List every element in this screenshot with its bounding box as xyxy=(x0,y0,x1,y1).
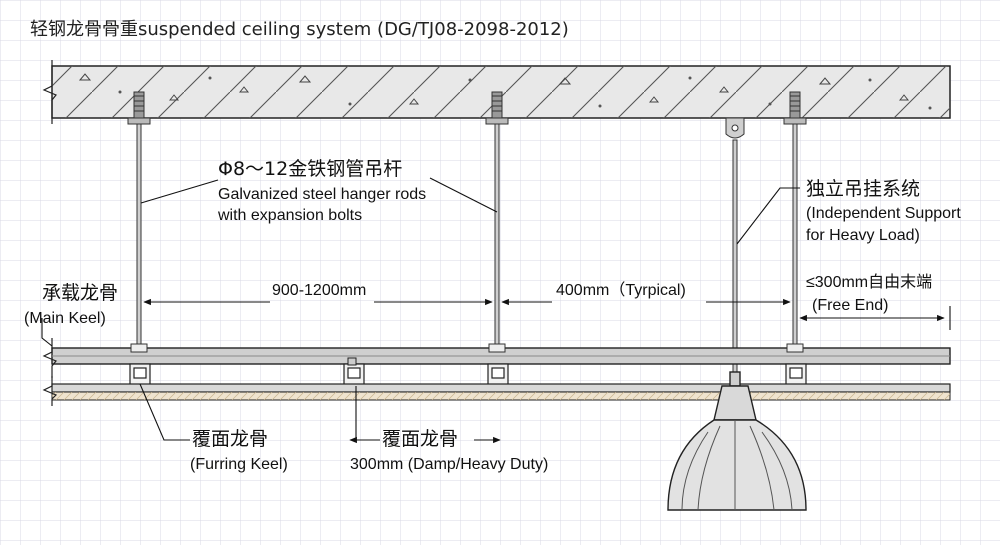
ceiling-board xyxy=(51,383,951,401)
independent-label-en-1: (Independent Support xyxy=(806,205,961,222)
leader-independent xyxy=(736,187,800,245)
furring-keel2-label-cn: 覆面龙骨 xyxy=(382,428,459,450)
break-line-main xyxy=(42,338,57,378)
main-keel-label-cn: 承载龙骨 xyxy=(42,282,119,304)
furring-clip-screw xyxy=(347,357,357,366)
furring-keel2-label-en: 300mm (Damp/Heavy Duty) xyxy=(350,456,549,473)
furring-keel-label-cn: 覆面龙骨 xyxy=(192,428,269,450)
independent-label-cn: 独立吊挂系统 xyxy=(806,178,921,200)
independent-hanger xyxy=(725,117,745,377)
break-line-left xyxy=(42,60,57,124)
dim-hanger-spacing-text: 900-1200mm xyxy=(272,282,367,299)
break-line-board xyxy=(42,376,58,406)
pendant-lamp xyxy=(667,371,807,511)
hanger-rod-3 xyxy=(783,91,807,353)
furring-keel-label-en: (Furring Keel) xyxy=(190,456,288,473)
hanger-rod-2 xyxy=(485,91,509,353)
leader-furring-keel xyxy=(139,383,190,441)
page-title: 轻钢龙骨骨重suspended ceiling system (DG/TJ08-… xyxy=(30,19,569,40)
dim-typical-text: 400mm（Tyrpical) xyxy=(556,282,686,299)
furring-keel-clips xyxy=(129,363,807,387)
hanger-label-en-2: with expansion bolts xyxy=(218,207,363,224)
main-keel-label-en: (Main Keel) xyxy=(24,310,106,327)
leader-hanger-left xyxy=(140,179,219,204)
free-end-label-en: (Free End) xyxy=(812,297,889,314)
hanger-rod-1 xyxy=(127,91,151,353)
leader-hanger-right xyxy=(429,177,498,213)
leader-main-keel xyxy=(41,318,53,347)
hanger-label-cn: Φ8～12金铁钢管吊杆 xyxy=(218,158,403,180)
hanger-label-en-1: Galvanized steel hanger rods xyxy=(218,186,427,203)
free-end-label-cn: ≤300mm自由末端 xyxy=(806,274,933,291)
independent-label-en-2: for Heavy Load) xyxy=(806,227,920,244)
